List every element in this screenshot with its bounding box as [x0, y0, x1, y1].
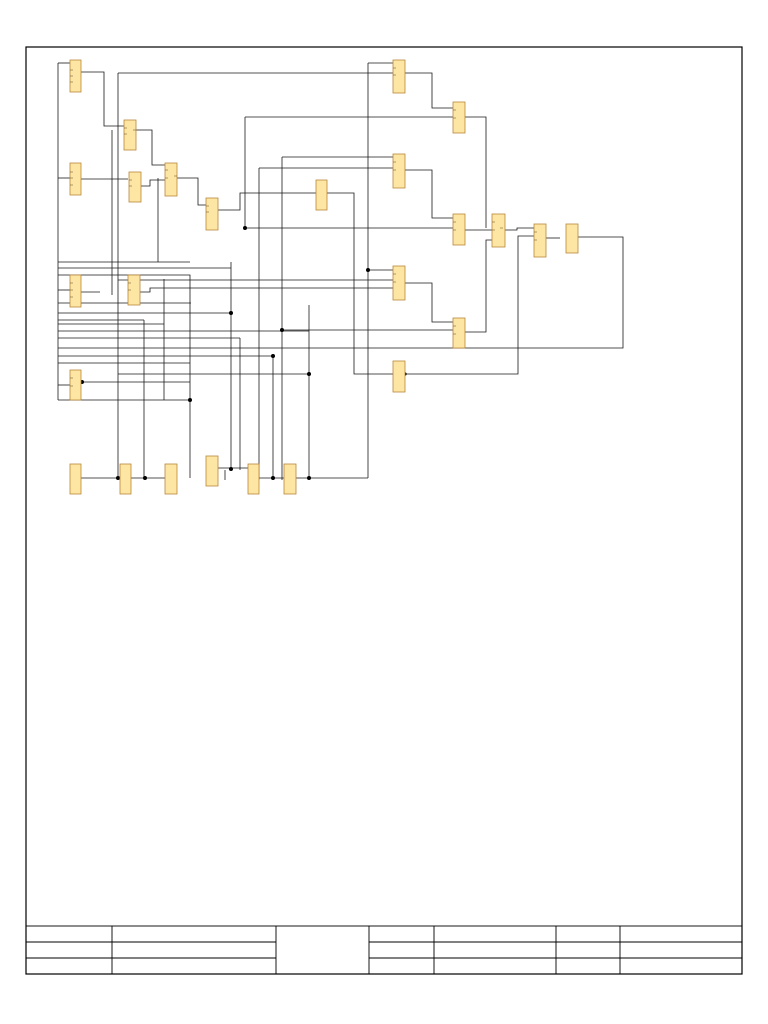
- junction-dot: [307, 476, 311, 480]
- junction-dot: [280, 328, 284, 332]
- function-block[interactable]: [69, 162, 82, 196]
- junction-dot: [243, 226, 247, 230]
- junction-dot: [143, 476, 147, 480]
- function-block[interactable]: [128, 171, 142, 203]
- function-block[interactable]: [247, 463, 260, 495]
- function-block[interactable]: [69, 369, 82, 401]
- wire-network: [57, 62, 624, 480]
- function-block[interactable]: [164, 162, 178, 197]
- junction-dot: [229, 311, 233, 315]
- function-block[interactable]: [533, 223, 547, 258]
- function-block[interactable]: [452, 213, 466, 246]
- junction-dot: [229, 467, 233, 471]
- title-block-frame: [25, 925, 743, 975]
- function-block[interactable]: [69, 274, 82, 308]
- function-block[interactable]: [205, 455, 219, 487]
- junction-dot: [271, 476, 275, 480]
- function-block[interactable]: [565, 223, 579, 254]
- junction-dot: [116, 476, 120, 480]
- title-block: [25, 925, 743, 975]
- function-block[interactable]: [69, 463, 82, 495]
- junction-dot: [307, 372, 311, 376]
- junction-dots: [80, 226, 407, 480]
- function-block[interactable]: [392, 59, 406, 94]
- junction-dot: [366, 268, 370, 272]
- function-block[interactable]: [164, 463, 178, 495]
- function-block[interactable]: [315, 179, 328, 211]
- function-block[interactable]: [205, 197, 219, 231]
- function-block[interactable]: [392, 153, 406, 189]
- function-block[interactable]: [452, 317, 466, 349]
- function-block[interactable]: [119, 463, 132, 495]
- block-pins: [70, 67, 537, 387]
- function-block[interactable]: [452, 101, 466, 134]
- function-block[interactable]: [392, 360, 406, 393]
- junction-dot: [271, 354, 275, 358]
- function-block[interactable]: [491, 213, 506, 248]
- function-block[interactable]: [123, 119, 137, 151]
- function-block[interactable]: [283, 463, 297, 495]
- junction-dot: [188, 398, 192, 402]
- function-block[interactable]: [392, 265, 406, 301]
